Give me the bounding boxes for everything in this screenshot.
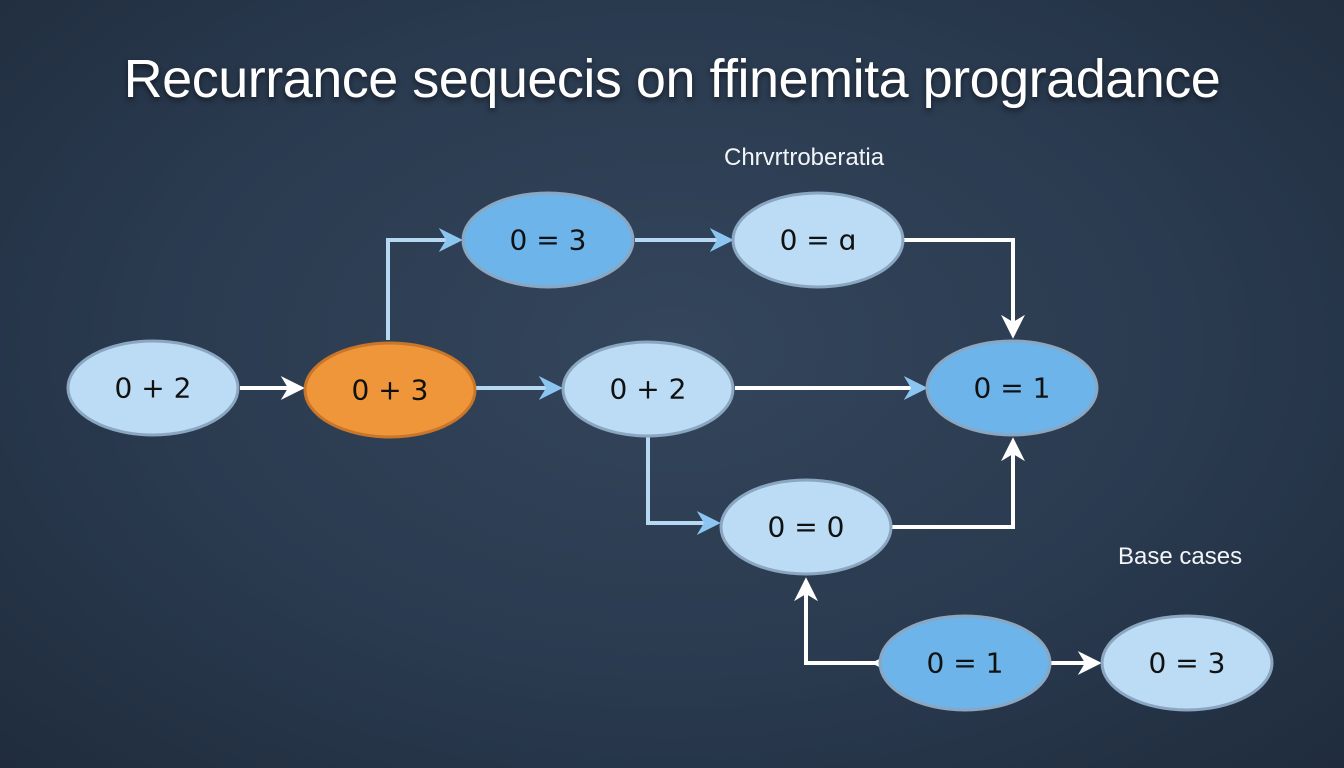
node-ellipse xyxy=(66,339,240,437)
node-label: 0 = 0 xyxy=(768,511,845,544)
node-n2: 0 + 3 xyxy=(303,341,477,439)
node-ellipse xyxy=(561,340,735,438)
edge-n5-n7 xyxy=(646,437,721,535)
node-label: 0 + 2 xyxy=(115,372,192,405)
node-ellipse xyxy=(303,341,477,439)
node-label: 0 + 2 xyxy=(610,373,687,406)
node-n1: 0 + 2 xyxy=(66,339,240,437)
edge-n2-n3 xyxy=(386,228,463,340)
node-n5: 0 + 2 xyxy=(561,340,735,438)
node-label: 0 = 1 xyxy=(927,647,1004,680)
edge-n8-n7 xyxy=(794,577,896,675)
node-ellipse xyxy=(1100,614,1274,712)
top-label: Chrvrtroberatia xyxy=(724,144,885,171)
node-label: 0 = 3 xyxy=(1149,647,1226,680)
node-ellipse xyxy=(719,478,893,576)
node-label: 0 = 1 xyxy=(974,372,1051,405)
diagram-title: Recurrance sequecis on ffinemita prograd… xyxy=(123,49,1221,109)
node-n9: 0 = 3 xyxy=(1100,614,1274,712)
node-n3: 0 = 3 xyxy=(461,191,635,289)
node-ellipse xyxy=(925,339,1099,437)
node-ellipse xyxy=(461,191,635,289)
node-n6: 0 = 1 xyxy=(925,339,1099,437)
node-n7: 0 = 0 xyxy=(719,478,893,576)
edge-n7-n6 xyxy=(890,437,1025,529)
node-ellipse xyxy=(731,191,905,289)
node-label: 0 = ɑ xyxy=(780,224,857,257)
node-label: 0 = 3 xyxy=(510,224,587,257)
base-cases-label: Base cases xyxy=(1118,543,1243,570)
edge-n4-n6 xyxy=(902,238,1025,339)
node-label: 0 + 3 xyxy=(352,374,429,407)
node-n8: 0 = 1 xyxy=(878,614,1052,712)
node-n4: 0 = ɑ xyxy=(731,191,905,289)
node-ellipse xyxy=(878,614,1052,712)
